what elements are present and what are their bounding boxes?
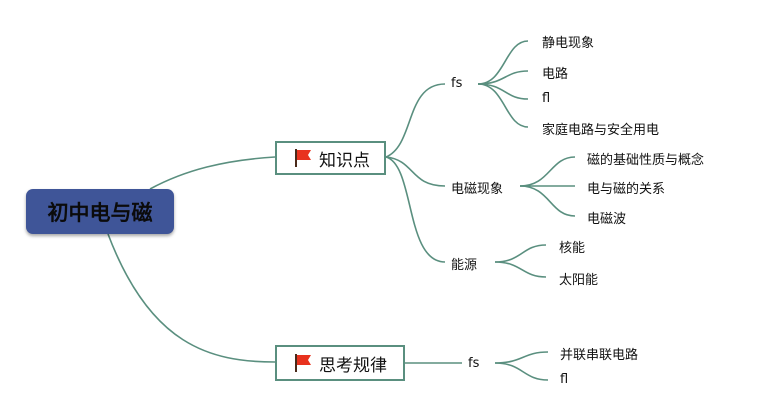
leaf-topic-label: 静电现象	[542, 36, 595, 51]
leaf-topic[interactable]: 电路	[542, 63, 568, 82]
subtopic-energy-label: 能源	[451, 258, 478, 273]
leaf-topic[interactable]: 家庭电路与安全用电	[542, 119, 659, 138]
link-fs-leaf-3	[477, 83, 529, 100]
link-fs-leaf-1	[477, 40, 529, 85]
link-knowledge-fs	[385, 83, 446, 158]
leaf-topic-label: fl	[560, 372, 569, 387]
leaf-topic-label: 核能	[559, 241, 586, 256]
link-knowledge-em	[385, 156, 446, 187]
link-thinking-fs-leaf-2	[494, 362, 549, 381]
link-em-leaf-1	[519, 156, 576, 187]
leaf-topic-label: 电磁波	[587, 212, 627, 227]
subtopic-electromagnetism-label: 电磁现象	[451, 182, 504, 197]
leaf-topic[interactable]: 静电现象	[542, 32, 594, 51]
topic-thinking[interactable]: 思考规律	[275, 345, 405, 381]
link-thinking-fs-leaf-1	[494, 351, 549, 364]
link-knowledge-energy	[385, 156, 446, 263]
topic-knowledge[interactable]: 知识点	[275, 141, 386, 175]
leaf-topic-label: fl	[542, 91, 551, 106]
leaf-topic-label: 并联串联电路	[560, 348, 639, 363]
topic-knowledge-label: 知识点	[319, 150, 370, 171]
link-fs-leaf-4	[477, 83, 529, 128]
subtopic-electromagnetism[interactable]: 电磁现象	[451, 178, 503, 197]
subtopic-fs-thinking-label: fs	[468, 356, 480, 371]
subtopic-fs-label: fs	[451, 76, 463, 91]
root-topic[interactable]: 初中电与磁	[26, 189, 174, 234]
leaf-topic[interactable]: 磁的基础性质与概念	[587, 149, 704, 168]
link-root-thinking	[107, 233, 276, 363]
red-flag-icon	[295, 149, 311, 167]
leaf-topic-label: 磁的基础性质与概念	[587, 153, 705, 168]
leaf-topic-label: 太阳能	[559, 273, 599, 288]
leaf-topic[interactable]: 电与磁的关系	[587, 178, 665, 197]
subtopic-energy[interactable]: 能源	[451, 254, 477, 273]
link-em-leaf-3	[519, 185, 576, 217]
link-energy-leaf-2	[494, 261, 547, 278]
red-flag-icon	[295, 354, 311, 372]
leaf-topic[interactable]: 核能	[559, 237, 585, 256]
link-root-knowledge	[149, 156, 276, 190]
leaf-topic[interactable]: 太阳能	[559, 269, 598, 288]
leaf-topic-label: 电路	[542, 67, 569, 82]
topic-thinking-label: 思考规律	[319, 355, 387, 376]
leaf-topic[interactable]: 电磁波	[587, 208, 626, 227]
subtopic-fs[interactable]: fs	[451, 76, 462, 91]
link-energy-leaf-1	[494, 244, 547, 263]
leaf-topic[interactable]: fl	[560, 372, 568, 387]
leaf-topic-label: 电与磁的关系	[587, 182, 666, 197]
subtopic-fs-thinking[interactable]: fs	[468, 356, 479, 371]
leaf-topic[interactable]: 并联串联电路	[560, 344, 638, 363]
leaf-topic-label: 家庭电路与安全用电	[542, 123, 660, 138]
root-topic-label: 初中电与磁	[47, 200, 153, 225]
leaf-topic[interactable]: fl	[542, 91, 550, 106]
